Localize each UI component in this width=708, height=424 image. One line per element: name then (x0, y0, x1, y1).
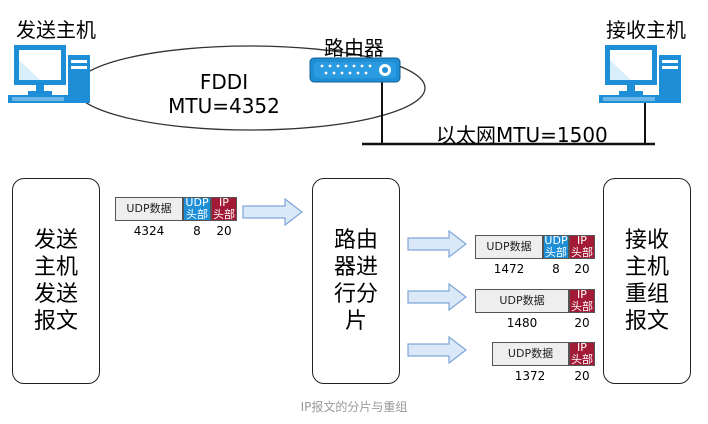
udp-data-segment: UDP数据 (115, 197, 183, 221)
udp-data-segment: UDP数据 (475, 289, 569, 313)
box-line: 发送 (33, 228, 78, 253)
arrow-fragment-3 (407, 335, 467, 365)
udp-data-segment: UDP数据 (475, 235, 543, 259)
fddi-label: FDDI (199, 70, 249, 94)
box-line: 报文 (624, 309, 669, 334)
arrow-to-router (242, 197, 303, 227)
figure-caption: IP报文的分片与重组 (300, 400, 408, 414)
ip-size-label: 20 (574, 262, 590, 276)
router-label: 路由器 (324, 36, 384, 60)
ip-head-line: IP (577, 234, 587, 247)
data-size-label: 1472 (493, 262, 525, 276)
ethernet-label: 以太网MTU=1500 (436, 123, 608, 147)
box-line: 主机 (33, 255, 78, 280)
ip-head-line: 头部 (571, 353, 593, 366)
box-line: 主机 (624, 255, 669, 280)
udp-head-line: 头部 (545, 246, 567, 259)
receiver-process-box: 接收 主机 重组 报文 (603, 178, 691, 384)
box-line: 路由 (333, 228, 378, 253)
fddi-mtu-label: MTU=4352 (168, 94, 280, 118)
ip-size-label: 20 (574, 316, 590, 330)
box-line: 发送 (33, 282, 78, 307)
box-line: 行分 (333, 282, 378, 307)
data-size-label: 1480 (506, 316, 538, 330)
ip-head-line: 头部 (571, 300, 593, 313)
ip-head-line: 头部 (213, 208, 235, 221)
box-line: 重组 (624, 282, 669, 307)
router-process-box: 路由 器进 行分 片 (312, 178, 400, 384)
arrow-fragment-2 (407, 282, 467, 312)
udp-size-label: 8 (193, 224, 201, 238)
box-line: 接收 (624, 228, 669, 253)
receiver-computer-icon (599, 45, 681, 103)
sender-process-box: 发送 主机 发送 报文 (12, 178, 100, 384)
ip-size-label: 20 (574, 369, 590, 383)
arrow-fragment-1 (407, 229, 467, 259)
box-line: 器进 (333, 255, 378, 280)
box-line: 片 (344, 309, 367, 334)
ip-head-line: IP (577, 341, 587, 354)
ip-size-label: 20 (216, 224, 232, 238)
udp-data-segment: UDP数据 (492, 342, 569, 366)
data-size-label: 4324 (133, 224, 165, 238)
sender-label: 发送主机 (16, 18, 96, 42)
ip-head-line: IP (219, 196, 229, 209)
udp-head-line: UDP (544, 234, 568, 247)
sender-computer-icon (8, 45, 90, 103)
ip-head-line: 头部 (571, 246, 593, 259)
udp-head-line: UDP (185, 196, 209, 209)
data-size-label: 1372 (514, 369, 546, 383)
network-diagram (8, 45, 681, 146)
router-icon (309, 57, 401, 83)
receiver-label: 接收主机 (606, 18, 686, 42)
udp-size-label: 8 (552, 262, 560, 276)
udp-head-line: 头部 (186, 208, 208, 221)
ip-head-line: IP (577, 288, 587, 301)
box-line: 报文 (33, 309, 78, 334)
